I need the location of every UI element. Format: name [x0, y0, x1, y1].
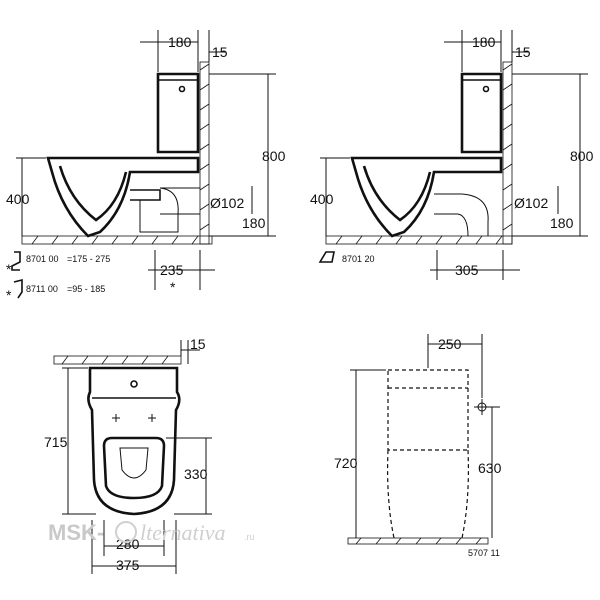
dim-outlet-offset: 235	[160, 262, 184, 278]
note-star-2: *	[6, 287, 12, 303]
floor	[325, 235, 513, 245]
watermark-left: MSK-	[48, 520, 104, 545]
dim-inner-width: 280	[116, 536, 140, 552]
watermark-right: lternativa	[140, 520, 226, 545]
dim-outlet-height: 180	[242, 215, 266, 231]
cistern	[156, 72, 200, 154]
watermark: MSK- lternativa .ru	[48, 520, 255, 545]
flush-button	[178, 85, 186, 93]
dim-outlet-diameter: Ø102	[210, 195, 244, 211]
floor-hatching	[355, 537, 482, 545]
note-star-1: *	[6, 261, 12, 277]
bowl-inner	[58, 165, 128, 222]
floor	[21, 235, 213, 245]
side-view-left: 180 15 800 400 Ø102 180 235 * 8701 00 =1…	[6, 30, 286, 303]
cistern-outline	[387, 369, 469, 451]
dim-tank-depth: 180	[168, 34, 192, 50]
front-view: 250 720 630 5707 11	[334, 334, 502, 558]
bowl-outline	[387, 449, 469, 539]
dim-lines-right	[320, 30, 588, 280]
code-1: 8701 00	[26, 254, 59, 264]
dim-wall-gap: 15	[212, 44, 228, 60]
flush-button	[482, 85, 490, 93]
wall-hatching	[502, 63, 513, 231]
dim-bowl-height: 630	[478, 460, 502, 476]
pipe-horizontal	[160, 187, 200, 215]
bowl-inner	[119, 447, 149, 479]
pipe-icon	[318, 251, 335, 263]
dim-lines-front	[350, 334, 500, 538]
dim-bowl-length: 330	[184, 466, 208, 482]
dim-seat-height: 400	[6, 191, 30, 207]
dim-seat-height: 400	[310, 191, 334, 207]
side-view-right: 180 15 800 400 Ø102 180 305 8701 20	[310, 30, 594, 280]
code-2: 8711 00	[26, 284, 58, 294]
floor-hatching	[31, 235, 199, 245]
dim-lines-left	[16, 30, 276, 290]
pipe-icon-2	[13, 278, 23, 299]
range-2: =95 - 185	[67, 284, 105, 294]
floor-hatching	[335, 235, 503, 245]
code: 5707 11	[468, 548, 500, 558]
bowl-opening	[102, 436, 166, 500]
fixing-marks	[112, 414, 156, 422]
note-star-3: *	[170, 279, 176, 295]
code: 8701 20	[342, 254, 375, 264]
wall-hatching	[199, 63, 210, 231]
top-view: 15 715 330 280 375	[44, 336, 212, 574]
dim-tank-depth: 180	[472, 34, 496, 50]
dim-outlet-height: 180	[550, 215, 574, 231]
dim-width: 375	[116, 557, 140, 573]
range-1: =175 - 275	[67, 254, 110, 264]
outlet-stub	[130, 189, 161, 201]
dim-wall-gap: 15	[190, 336, 206, 352]
bowl	[350, 156, 503, 238]
watermark-logo-icon	[115, 521, 137, 543]
outline	[87, 366, 181, 516]
dim-outlet-diameter: Ø102	[514, 195, 548, 211]
dim-wall-gap: 15	[515, 44, 531, 60]
dim-tank-width: 250	[438, 336, 462, 352]
dim-outlet-offset: 305	[455, 262, 479, 278]
floor	[347, 537, 489, 545]
dim-tank-height: 800	[262, 148, 286, 164]
wall-hatching	[61, 355, 169, 365]
pipe-icon-1	[11, 251, 21, 271]
flush-button	[130, 380, 138, 388]
dim-total-height: 720	[334, 455, 358, 471]
bowl	[46, 156, 200, 238]
dim-length: 715	[44, 434, 68, 450]
dim-tank-height: 800	[570, 148, 594, 164]
pipe-bend	[434, 193, 489, 237]
watermark-suffix: .ru	[244, 532, 255, 542]
cistern	[460, 72, 503, 154]
bowl-inner	[362, 165, 432, 222]
dim-lines-top	[62, 340, 212, 574]
pipe-bend	[139, 187, 179, 233]
wall	[53, 355, 182, 365]
